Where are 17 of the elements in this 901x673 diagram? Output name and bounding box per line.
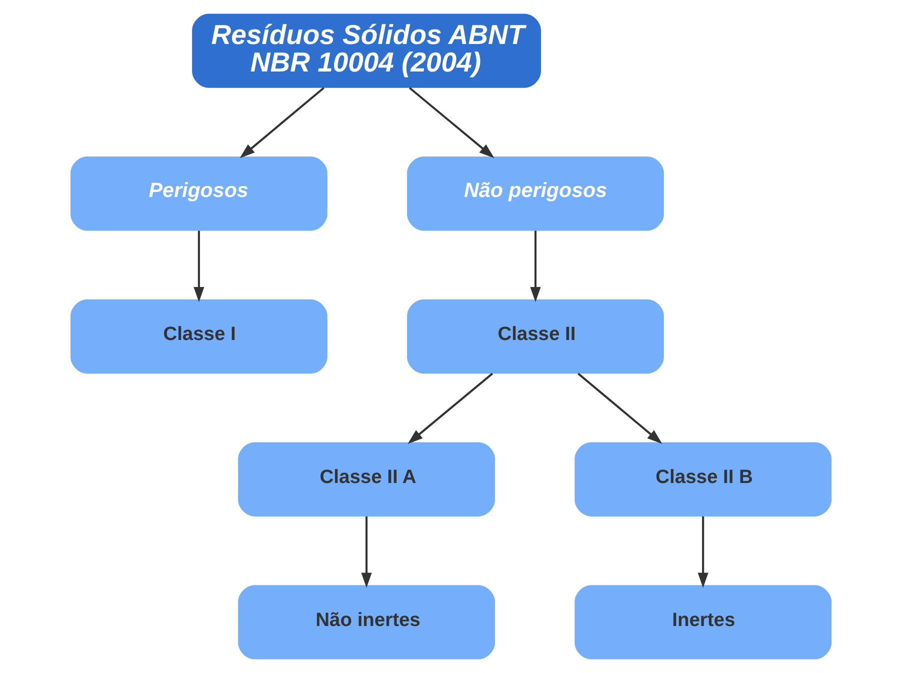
arrow [530,230,540,302]
arrow [577,372,662,444]
node-box: Não perigosos [406,156,664,231]
node-box: Perigosos [70,156,327,231]
node-box: Classe II B [574,442,831,516]
arrow [697,516,708,588]
arrow [239,87,324,158]
arrow [360,516,372,588]
node-box: Classe II [406,299,664,374]
node-box: Classe II A [238,442,494,516]
node-box: Inertes [574,585,831,660]
arrow [407,372,493,444]
arrow [408,87,494,158]
node-box: Resíduos Sólidos ABNT NBR 10004 (2004) [192,14,540,88]
node-box: Classe I [70,299,327,374]
node-box: Não inertes [238,585,494,660]
arrow [193,230,204,302]
